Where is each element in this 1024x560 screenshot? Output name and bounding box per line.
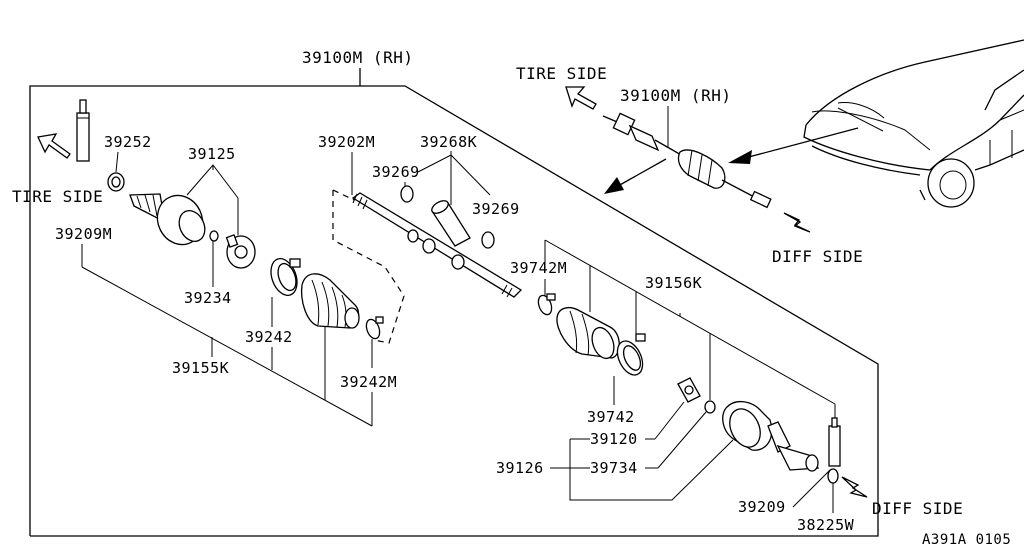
part-39242M-label[interactable]: 39242M bbox=[340, 373, 397, 391]
part-39155K-label[interactable]: 39155K bbox=[172, 359, 229, 377]
part-39734-label[interactable]: 39734 bbox=[590, 459, 638, 477]
diff-side-bottom-arrow bbox=[841, 476, 868, 498]
diff-side-inset-arrow bbox=[783, 212, 811, 233]
part-39209-shape bbox=[828, 417, 841, 467]
part-39209M-shape bbox=[76, 99, 90, 162]
diff-side-inset-label: DIFF SIDE bbox=[772, 247, 863, 266]
part-39242M-shape bbox=[365, 316, 384, 340]
center-shaft-shape bbox=[351, 192, 523, 298]
part-39742M-shape bbox=[537, 293, 556, 316]
assembly-rh-main-label[interactable]: 39100M (RH) bbox=[302, 48, 413, 67]
part-39742-shape bbox=[616, 333, 646, 376]
part-39269b-label[interactable]: 39269 bbox=[472, 200, 520, 218]
car-outline-shape bbox=[803, 39, 1024, 208]
inner-cv-joint-shape bbox=[677, 377, 820, 472]
part-39234-label[interactable]: 39234 bbox=[184, 289, 232, 307]
part-39209M-label[interactable]: 39209M bbox=[55, 225, 112, 243]
tire-side-left-label: TIRE SIDE bbox=[12, 187, 103, 206]
tire-side-left-arrow bbox=[37, 133, 71, 159]
part-39742M-label[interactable]: 39742M bbox=[510, 259, 567, 277]
part-39125-label[interactable]: 39125 bbox=[188, 145, 236, 163]
part-39268K-label[interactable]: 39268K bbox=[420, 133, 477, 151]
diff-side-bottom-label: DIFF SIDE bbox=[872, 499, 963, 518]
part-39156K-label[interactable]: 39156K bbox=[645, 274, 702, 292]
tire-side-inset-arrow bbox=[565, 86, 597, 110]
assembly-frame bbox=[29, 68, 879, 537]
part-39202M-label[interactable]: 39202M bbox=[318, 133, 375, 151]
part-39209-label[interactable]: 39209 bbox=[738, 498, 786, 516]
part-39120-label[interactable]: 39120 bbox=[590, 430, 638, 448]
part-39242-label[interactable]: 39242 bbox=[245, 328, 293, 346]
inner-boot-shape bbox=[556, 307, 620, 360]
part-39126-label[interactable]: 39126 bbox=[496, 459, 544, 477]
diagram-code: A391A 0105 bbox=[922, 532, 1011, 548]
part-39242-shape bbox=[270, 258, 301, 296]
part-39742-label[interactable]: 39742 bbox=[587, 408, 635, 426]
inset-pointer-arrows bbox=[604, 127, 859, 194]
tire-side-inset-label: TIRE SIDE bbox=[516, 64, 607, 83]
part-39268K-shape bbox=[400, 185, 495, 249]
part-38225W-shape bbox=[827, 468, 839, 484]
part-39252-shape bbox=[107, 172, 125, 192]
assembly-rh-inset-label[interactable]: 39100M (RH) bbox=[620, 86, 731, 105]
part-38225W-label[interactable]: 38225W bbox=[797, 516, 855, 534]
part-39269a-label[interactable]: 39269 bbox=[372, 163, 420, 181]
inset-shaft-shape bbox=[602, 112, 772, 209]
outer-cv-joint-shape bbox=[129, 193, 256, 269]
part-39252-label[interactable]: 39252 bbox=[104, 133, 152, 151]
outer-boot-shape bbox=[300, 273, 360, 329]
